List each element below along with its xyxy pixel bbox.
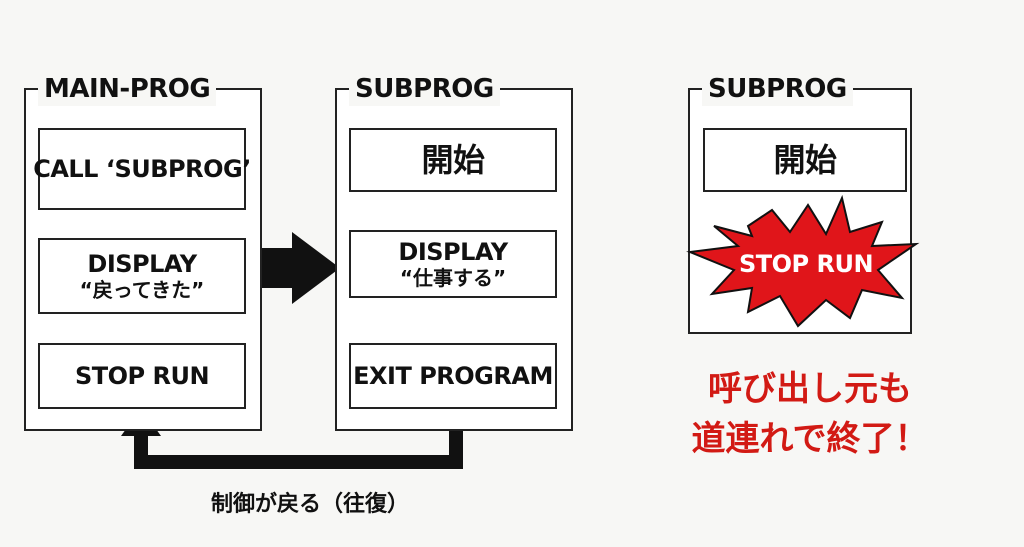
warning-line-1: 呼び出し元も xyxy=(708,369,912,409)
warning-line-2: 道連れで終了！ xyxy=(691,419,929,459)
subprog-stop-start-step: 開始 xyxy=(703,128,907,192)
main-call-step: CALL ‘SUBPROG’ xyxy=(33,128,251,210)
main-call-label: CALL ‘SUBPROG’ xyxy=(33,155,251,183)
main-display-text: “戻ってきた” xyxy=(79,278,205,302)
subprog-start-label: 開始 xyxy=(421,141,485,179)
subprog-start-step: 開始 xyxy=(349,128,557,192)
subprog-stop-start-label: 開始 xyxy=(773,141,837,179)
stop-run-burst-label: STOP RUN xyxy=(738,250,874,278)
subprog-display-label: DISPLAY xyxy=(398,238,508,266)
main-display-label: DISPLAY xyxy=(87,250,197,278)
main-display-step: DISPLAY “戻ってきた” xyxy=(38,238,246,314)
main-stop-step: STOP RUN xyxy=(38,343,246,409)
subprog-title: SUBPROG xyxy=(349,72,500,106)
subprog-exit-step: EXIT PROGRAM xyxy=(349,343,557,409)
stop-run-burst xyxy=(686,194,920,328)
subprog-display-text: “仕事する” xyxy=(399,266,507,290)
subprog-display-step: DISPLAY “仕事する” xyxy=(349,230,557,298)
return-label: 制御が戻る（往復） xyxy=(210,492,409,517)
main-prog-title: MAIN-PROG xyxy=(38,72,217,106)
return-path xyxy=(134,408,463,469)
main-stop-label: STOP RUN xyxy=(74,362,210,390)
subprog-stop-title: SUBPROG xyxy=(702,72,853,106)
subprog-exit-label: EXIT PROGRAM xyxy=(353,362,553,390)
call-arrow xyxy=(256,232,340,304)
